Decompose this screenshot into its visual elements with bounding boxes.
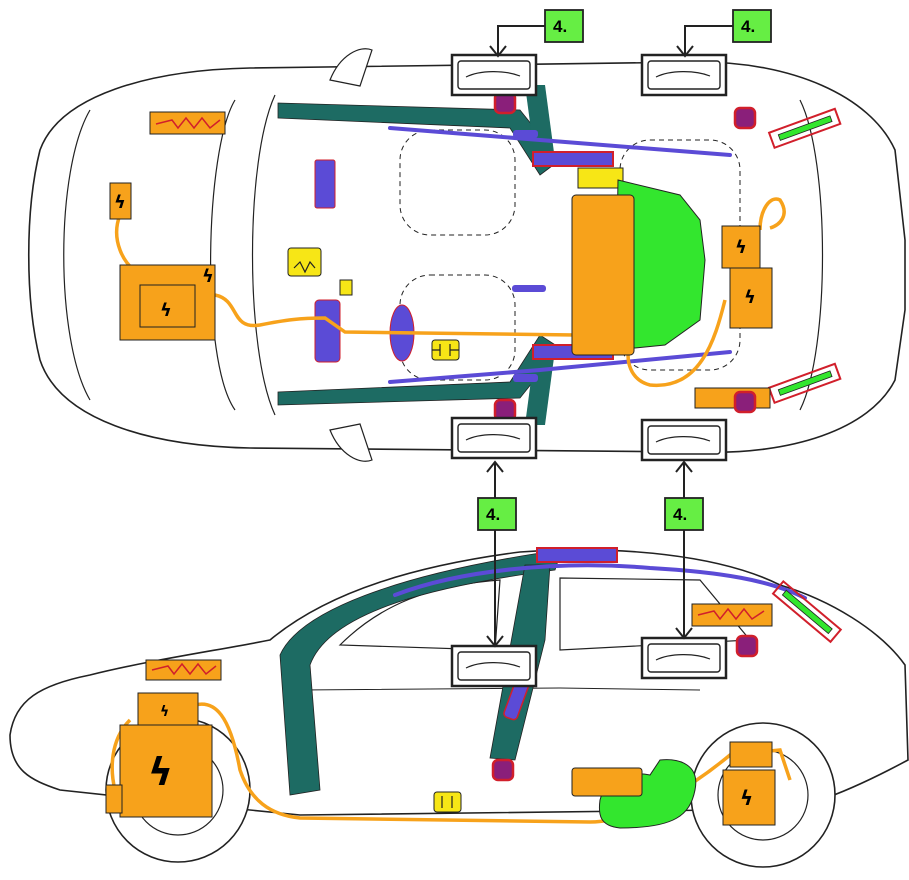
- hv-warning-icon: ϟ: [740, 786, 753, 810]
- battery-pack-top: [571, 194, 635, 356]
- door-handle-front-left: [450, 53, 538, 97]
- hv-warning-icon: ϟ: [160, 300, 172, 321]
- belt-anchor-right: [513, 374, 538, 382]
- front-airbag-module-left: [314, 159, 336, 209]
- gas-strut-side-front: [145, 659, 222, 681]
- mirror-left: [329, 48, 373, 87]
- callout-side-front: 4.: [477, 460, 517, 648]
- callout-side-rear: 4.: [664, 460, 704, 640]
- hv-warning-icon: ϟ: [735, 237, 747, 258]
- capacitor-symbol: [432, 344, 459, 356]
- door-line: [299, 687, 701, 691]
- side-sensor-rear-left: [733, 106, 757, 130]
- battery-pack-side: [571, 767, 643, 797]
- front-bumper-line: [63, 109, 91, 401]
- side-view: ϟ ϟ ϟ 4.: [9, 460, 909, 868]
- hv-module-side-small: [105, 784, 123, 814]
- strut-pattern-icon: [155, 116, 221, 130]
- hood-line: [209, 99, 236, 411]
- strut-pattern-icon: [151, 662, 217, 676]
- tailgate-strut-right: [767, 362, 842, 405]
- belt-anchor-left: [513, 130, 538, 138]
- windshield-line: [251, 94, 276, 416]
- hv-warning-icon: ϟ: [160, 704, 169, 720]
- car-body-outline-top: [27, 61, 906, 454]
- gas-strut-rear: [694, 387, 771, 409]
- sensor-icon: [339, 279, 353, 296]
- hv-module-front-small: [109, 182, 132, 220]
- door-handle-side-front: [450, 644, 538, 688]
- hv-module-rear-lower: [729, 267, 773, 329]
- connector-block: [577, 167, 624, 189]
- hv-module-side-rear: [722, 769, 776, 826]
- seat-front-left: [399, 129, 516, 236]
- svg-text:4.: 4.: [741, 17, 755, 36]
- callout-top-right: 4.: [676, 9, 772, 58]
- ecu-icon: [287, 247, 322, 277]
- gas-strut-front: [149, 111, 226, 135]
- curtain-airbag-side: [393, 563, 807, 600]
- svg-text:4.: 4.: [486, 505, 500, 524]
- strut-pattern-icon: [697, 607, 765, 621]
- pretensioner-side: [536, 547, 618, 563]
- hv-cable-rear: [626, 299, 727, 387]
- hv-warning-icon: ϟ: [114, 192, 126, 213]
- tailgate-strut-side: [771, 579, 843, 644]
- curtain-airbag-line-left: [388, 126, 732, 157]
- side-sensor-rear-right: [733, 390, 757, 414]
- door-handle-front-right: [450, 416, 538, 460]
- hv-cable-rear-top: [758, 197, 786, 231]
- hv-module-side-large: [119, 724, 213, 818]
- top-view: ϟ ϟ ϟ ϟ ϟ: [27, 9, 906, 462]
- mirror-right: [329, 423, 373, 462]
- center-airbag-small: [512, 285, 546, 292]
- hv-warning-icon: ϟ: [744, 287, 756, 308]
- hv-cable-main: [214, 293, 576, 337]
- door-handle-rear-right: [640, 418, 728, 462]
- tailgate-strut-left: [767, 107, 842, 150]
- hv-warning-icon: ϟ: [202, 266, 214, 287]
- capacitor-symbol: [441, 796, 453, 808]
- curtain-airbag-line-right: [388, 350, 732, 384]
- door-handle-side-rear: [640, 636, 728, 680]
- a-pillar-reinforcement-left: [277, 102, 561, 176]
- callout-top-left: 4.: [489, 9, 584, 58]
- rear-window-line: [799, 99, 824, 411]
- hv-module-inner: [139, 284, 196, 328]
- hv-warning-icon: ϟ: [148, 750, 173, 794]
- seat-front-right: [399, 274, 516, 381]
- front-airbag-module-right: [314, 299, 341, 363]
- capacitor-icon-side: [433, 791, 462, 813]
- svg-text:4.: 4.: [673, 505, 687, 524]
- hv-module-side-rear-top: [729, 741, 773, 768]
- pretensioner-left: [532, 151, 614, 167]
- hv-module-rear-upper: [721, 225, 761, 269]
- a-pillar-side: [279, 552, 561, 796]
- hv-cable-front: [114, 214, 136, 272]
- resistor-icon: [293, 260, 316, 274]
- side-sensor-c-pillar: [735, 634, 759, 658]
- side-sensor-b-pillar: [491, 758, 515, 782]
- svg-text:4.: 4.: [553, 17, 567, 36]
- door-handle-rear-left: [640, 53, 728, 97]
